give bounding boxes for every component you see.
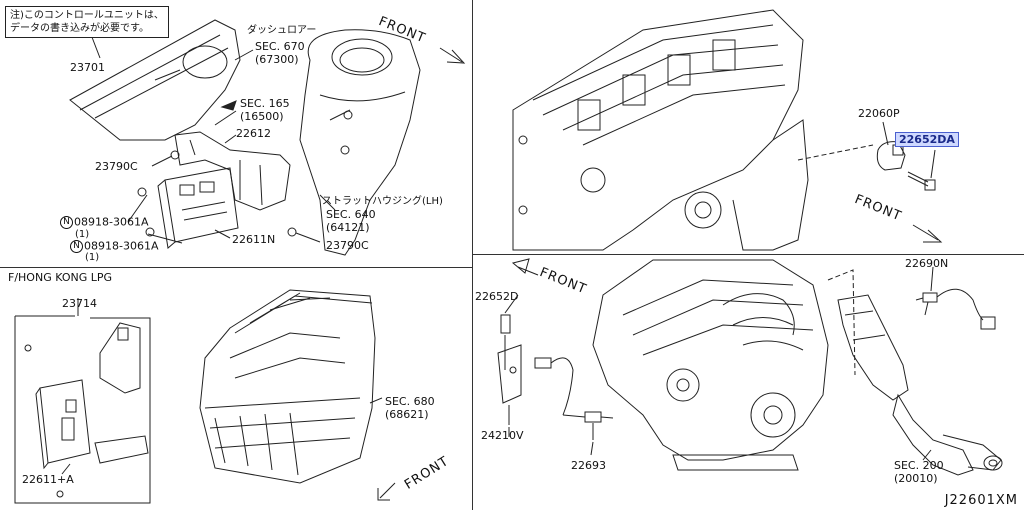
sec-640-sub-label: (64121) <box>326 221 370 234</box>
panel-lpg-ecm: F/HONG KONG LPG 23714 22611+A SEC. 680 (… <box>0 268 472 510</box>
sec-670-label: SEC. 670 <box>255 40 305 53</box>
diagram-code: J22601XM <box>944 493 1018 508</box>
part-22060p-label: 22060P <box>858 107 900 120</box>
part-22693-label: 22693 <box>571 459 606 472</box>
strut-housing-label: ストラットハウジング(LH) <box>322 196 443 207</box>
part-23790c-label-a: 23790C <box>95 160 138 173</box>
part-22690n-label: 22690N <box>905 257 949 270</box>
part-22652da-label: 22652DA <box>895 132 959 147</box>
sec-640-label: SEC. 640 <box>326 208 376 221</box>
engine-exhaust-illustration <box>497 258 1003 476</box>
part-22611a-label: 22611+A <box>22 473 74 486</box>
note-box: 注)このコントロールユニットは、 データの書き込みが必要です。 <box>5 6 169 38</box>
sec-670-sub-label: (67300) <box>255 53 299 66</box>
part-23790c-label-b: 23790C <box>326 239 369 252</box>
engine-top-illustration <box>512 9 943 251</box>
panel-exhaust-sensors: 22652D FRONT 22690N 24210V 22693 SEC. 20… <box>473 255 1024 510</box>
sec-200-label: SEC. 200 <box>894 459 944 472</box>
note-line-2: データの書き込みが必要です。 <box>10 23 149 34</box>
part-22652d-label: 22652D <box>475 290 519 303</box>
region-label: F/HONG KONG LPG <box>8 271 113 284</box>
vertical-divider <box>472 0 473 510</box>
part-23714-label: 23714 <box>62 297 97 310</box>
panel-ecm-mounting: 注)このコントロールユニットは、 データの書き込みが必要です。 23701 ダッ… <box>0 0 472 267</box>
ecm-mounting-illustration <box>69 19 466 256</box>
part-22652da-highlight[interactable]: 22652DA <box>895 132 959 147</box>
panel-engine-sensor: 22060P 22652DA FRONT <box>473 0 1024 254</box>
horizontal-divider-left <box>0 267 472 268</box>
sec-680-sub-label: (68621) <box>385 408 429 421</box>
bolt-b-qty: (1) <box>85 252 100 263</box>
bolt-a-symbol: N <box>60 216 73 229</box>
lpg-ecm-illustration <box>14 289 396 504</box>
part-24210v-label: 24210V <box>481 429 524 442</box>
dash-lower-label: ダッシュロアー <box>247 25 317 36</box>
horizontal-divider-right <box>473 254 1024 255</box>
sec-165-sub-label: (16500) <box>240 110 284 123</box>
part-23701-label: 23701 <box>70 61 105 74</box>
sec-200-sub-label: (20010) <box>894 472 938 485</box>
part-22612-label: 22612 <box>236 127 271 140</box>
bolt-b-part-number: 08918-3061A <box>84 239 159 253</box>
sec-165-label: SEC. 165 <box>240 97 290 110</box>
part-22611n-label: 22611N <box>232 233 276 246</box>
bolt-a-qty: (1) <box>75 229 90 240</box>
sec-680-label: SEC. 680 <box>385 395 435 408</box>
note-line-1: 注)このコントロールユニットは、 <box>10 10 164 21</box>
bolt-b-symbol: N <box>70 240 83 253</box>
bolt-a-part-number: 08918-3061A <box>74 215 149 229</box>
